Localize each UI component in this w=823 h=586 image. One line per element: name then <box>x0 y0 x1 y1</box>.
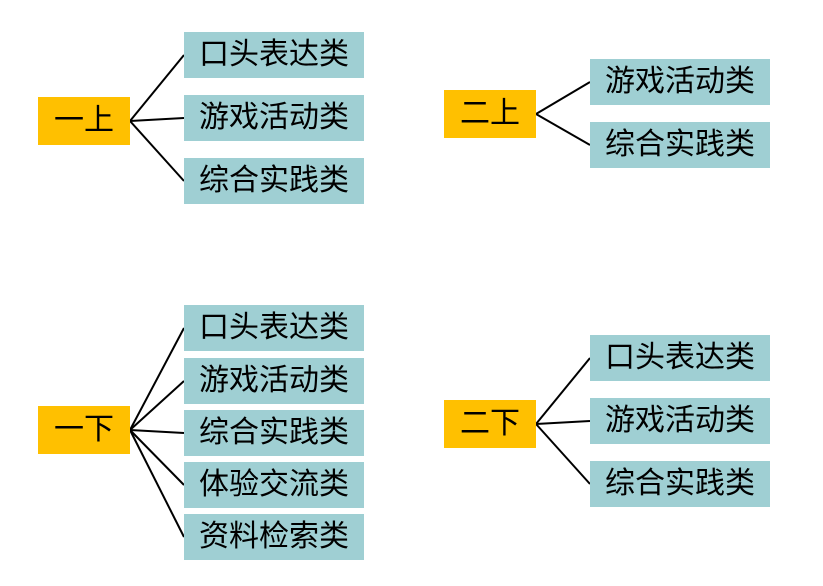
connector-g3-0 <box>129 327 185 431</box>
connector-g4-1 <box>535 420 591 425</box>
leaf-node-g1-2: 综合实践类 <box>184 158 364 204</box>
leaf-node-g4-2: 综合实践类 <box>590 461 770 507</box>
root-node-g4: 二下 <box>444 400 536 448</box>
leaf-node-g1-0: 口头表达类 <box>184 32 364 78</box>
leaf-node-g3-1: 游戏活动类 <box>184 358 364 404</box>
leaf-node-g1-1: 游戏活动类 <box>184 95 364 141</box>
leaf-node-g2-1: 综合实践类 <box>590 122 770 168</box>
leaf-node-g3-4: 资料检索类 <box>184 514 364 560</box>
root-node-g2: 二上 <box>444 90 536 138</box>
leaf-node-g3-2: 综合实践类 <box>184 410 364 456</box>
connector-g3-4 <box>129 429 185 538</box>
connector-g3-3 <box>129 429 185 486</box>
leaf-node-g3-0: 口头表达类 <box>184 305 364 351</box>
connector-g3-2 <box>129 429 185 434</box>
leaf-node-g4-0: 口头表达类 <box>590 335 770 381</box>
leaf-node-g4-1: 游戏活动类 <box>590 398 770 444</box>
leaf-node-g3-3: 体验交流类 <box>184 462 364 508</box>
connector-g1-2 <box>129 120 185 182</box>
connector-g2-0 <box>535 81 591 115</box>
root-node-g3: 一下 <box>38 406 130 454</box>
connector-g3-1 <box>129 380 185 431</box>
connector-g1-1 <box>129 117 185 122</box>
connector-g2-1 <box>535 113 591 146</box>
root-node-g1: 一上 <box>38 97 130 145</box>
connector-g4-2 <box>535 423 591 485</box>
connector-g4-0 <box>535 357 591 425</box>
connector-g1-0 <box>129 54 185 122</box>
leaf-node-g2-0: 游戏活动类 <box>590 59 770 105</box>
